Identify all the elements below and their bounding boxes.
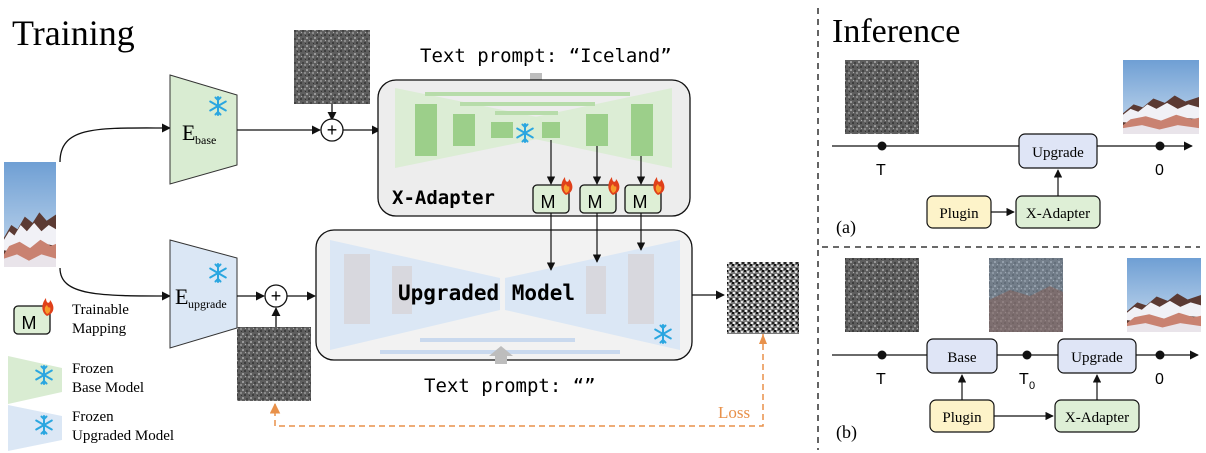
mapping-label-1: M (541, 192, 556, 212)
b-output-image (1127, 258, 1201, 332)
b-label: (b) (836, 422, 857, 443)
plus-bottom: + (264, 284, 288, 308)
a-noise-image (845, 60, 919, 134)
mapping-label-2: M (588, 192, 603, 212)
b-intermediate-image (989, 258, 1063, 332)
legend-trainable-text2: Mapping (72, 321, 127, 337)
a-zero-label: 0 (1155, 162, 1164, 179)
noise-latent-top (294, 30, 370, 104)
legend-trainable-text: Trainable (72, 302, 129, 318)
a-label: (a) (836, 217, 856, 238)
a-plugin-box: Plugin (926, 195, 992, 229)
plus-top-symbol: + (327, 120, 338, 140)
b-upgrade-box: Upgrade (1057, 338, 1137, 374)
b-t0-label: T (1019, 371, 1029, 388)
a-plugin-label: Plugin (939, 206, 979, 222)
upgrade-encoder: E upgrade (169, 239, 238, 349)
legend-m: M (22, 313, 37, 333)
plus-bottom-symbol: + (271, 286, 282, 306)
base-encoder: E base (169, 74, 238, 185)
legend-frozen-upgraded-text2: Upgraded Model (72, 428, 174, 444)
a-dot-zero (1155, 141, 1165, 151)
b-dot-t (877, 350, 887, 360)
a-xadapter-label: X-Adapter (1026, 206, 1090, 222)
upgraded-model-box: Upgraded Model (315, 229, 693, 361)
upgrade-encoder-label: E (175, 284, 188, 309)
legend-frozen-base-text: Frozen (72, 361, 114, 377)
inference-title: Inference (832, 13, 960, 50)
a-upgrade-box: Upgrade (1018, 133, 1098, 169)
b-noise-image (845, 258, 919, 332)
upgrade-encoder-sub: upgrade (188, 297, 227, 311)
b-dot-t0 (1022, 350, 1032, 360)
loss-arrow-up (759, 334, 767, 344)
b-t0-sub: 0 (1029, 380, 1035, 392)
loss-label: Loss (718, 403, 750, 422)
b-xadapter-box: X-Adapter (1054, 399, 1140, 433)
mapping-block-3: M (624, 177, 665, 214)
a-upgrade-label: Upgrade (1032, 145, 1084, 161)
arrow-to-upgrade-encoder (59, 267, 171, 301)
a-t-label: T (876, 162, 886, 179)
loss-path (269, 334, 764, 427)
mapping-block-2: M (579, 177, 620, 214)
b-xadapter-label: X-Adapter (1065, 410, 1129, 426)
upgraded-model-label: Upgraded Model (398, 281, 575, 305)
b-base-box: Base (926, 338, 998, 374)
plus-top: + (320, 118, 344, 142)
a-output-image (1123, 60, 1199, 134)
xadapter-label: X-Adapter (392, 187, 495, 209)
arrow-to-base-encoder (59, 123, 171, 163)
b-plugin-box: Plugin (929, 399, 995, 433)
noise-latent-bottom (237, 327, 311, 401)
text-prompt-top: Text prompt: “Iceland” (420, 45, 672, 67)
input-image (4, 162, 56, 267)
a-xadapter-box: X-Adapter (1015, 195, 1101, 229)
a-dot-t (877, 141, 887, 151)
base-encoder-label: E (182, 120, 195, 145)
b-dot-zero (1155, 350, 1165, 360)
b-t-label: T (876, 371, 886, 388)
legend: M Trainable Mapping Frozen Base Model Fr… (8, 298, 174, 451)
output-noise (727, 262, 799, 334)
prompt-arrow-bottom (489, 346, 513, 364)
text-prompt-bottom: Text prompt: “” (424, 375, 596, 397)
legend-trainable: M Trainable Mapping (13, 298, 129, 337)
b-plugin-label: Plugin (942, 410, 982, 426)
b-base-label: Base (947, 350, 977, 366)
legend-frozen-base-text2: Base Model (72, 380, 144, 396)
legend-frozen-upgraded-text: Frozen (72, 409, 114, 425)
legend-frozen-base: Frozen Base Model (8, 356, 144, 404)
b-upgrade-label: Upgrade (1071, 350, 1123, 366)
mapping-label-3: M (633, 192, 648, 212)
legend-frozen-upgraded: Frozen Upgraded Model (8, 405, 174, 451)
training-title: Training (12, 13, 135, 53)
base-encoder-sub: base (195, 133, 216, 147)
b-zero-label: 0 (1155, 371, 1164, 388)
